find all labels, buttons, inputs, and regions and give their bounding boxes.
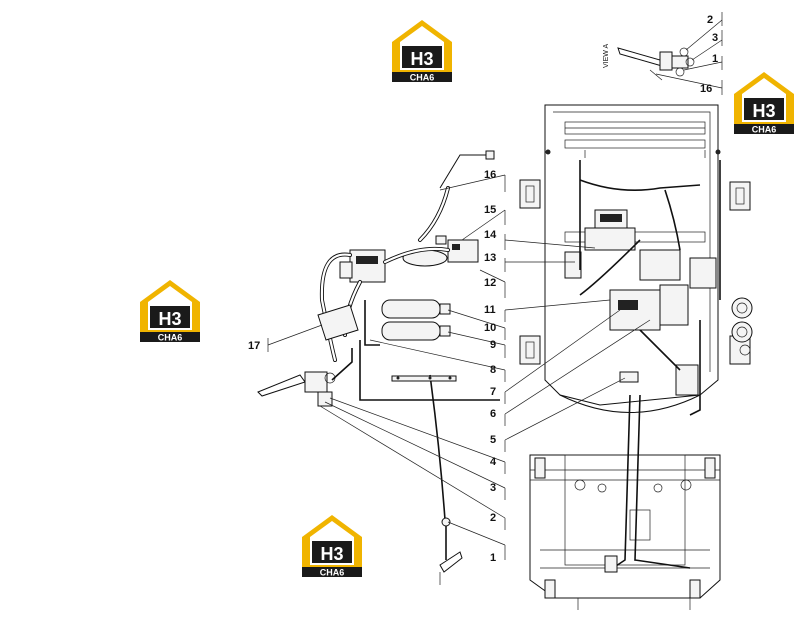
callout-view-2: 2 (707, 14, 713, 26)
svg-text:CHA6: CHA6 (752, 125, 777, 135)
callout-6: 6 (490, 408, 496, 420)
svg-text:CHA6: CHA6 (410, 73, 435, 83)
callout-5: 5 (490, 434, 496, 446)
machine-frame (519, 104, 753, 610)
callout-view-1: 1 (712, 53, 718, 65)
callout-13: 13 (484, 252, 496, 264)
callout-16: 16 (484, 169, 496, 181)
callout-17: 17 (248, 340, 260, 352)
callout-11: 11 (484, 304, 496, 316)
logo-watermark: H3 CHA6 (140, 280, 200, 343)
svg-text:H3: H3 (158, 309, 181, 329)
callout-9: 9 (490, 339, 496, 351)
exploded-assembly (257, 150, 500, 585)
logo-watermark: H3 CHA6 (302, 515, 362, 578)
logo-watermark: H3 CHA6 (392, 20, 452, 83)
svg-text:CHA6: CHA6 (158, 333, 183, 343)
callout-view-16: 16 (700, 83, 712, 95)
callout-10: 10 (484, 322, 496, 334)
svg-text:H3: H3 (752, 101, 775, 121)
view-a-label: VIEW A (603, 44, 610, 68)
leader-lines (267, 12, 723, 560)
callout-15: 15 (484, 204, 496, 216)
callout-4: 4 (490, 456, 497, 468)
svg-text:H3: H3 (410, 49, 433, 69)
callout-7: 7 (490, 386, 496, 398)
callout-view-3: 3 (712, 32, 718, 44)
callout-2: 2 (490, 512, 496, 524)
svg-text:H3: H3 (320, 544, 343, 564)
callouts: 16 15 14 13 12 11 10 9 8 7 6 5 4 3 2 1 1… (248, 14, 718, 564)
callout-8: 8 (490, 364, 496, 376)
frame-hydraulics (545, 149, 721, 573)
callout-1: 1 (490, 552, 496, 564)
view-a-detail: VIEW A (603, 44, 695, 81)
svg-text:CHA6: CHA6 (320, 568, 345, 578)
logo-watermark: H3 CHA6 (734, 72, 794, 135)
callout-12: 12 (484, 277, 496, 289)
callout-3: 3 (490, 482, 496, 494)
callout-14: 14 (484, 229, 497, 241)
